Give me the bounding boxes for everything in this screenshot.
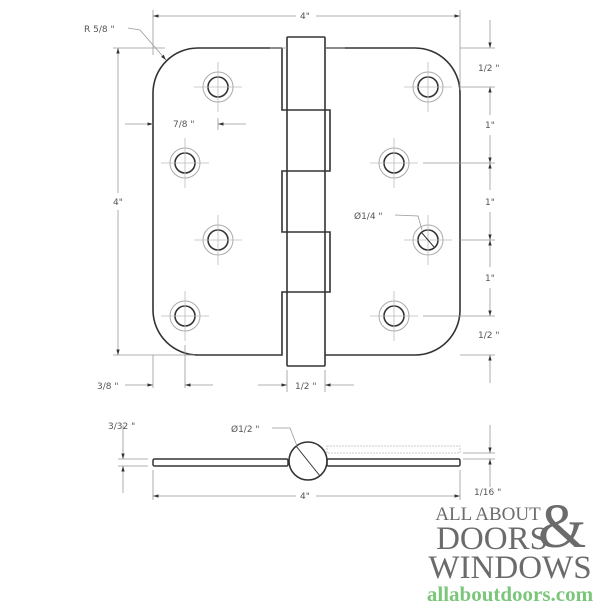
dim-leaf-thickness: 3/32 "	[108, 422, 135, 432]
screw-hole	[404, 215, 452, 265]
screw-hole	[161, 138, 209, 188]
dim-right-spacing: 1/2 "	[478, 64, 500, 74]
logo-line-doors: DOORS	[436, 521, 548, 557]
dim-corner-radius: R 5/8 "	[84, 25, 115, 35]
logo-url: allaboutdoors.com	[426, 582, 594, 606]
dim-overall-length: 4"	[300, 492, 310, 502]
logo-ampersand: &	[538, 493, 587, 561]
dim-overall-height: 4"	[113, 198, 123, 208]
logo-line-all-about: ALL ABOUT	[435, 504, 541, 525]
side-view: 3/32 " Ø1/2 " 4" 1/16 "	[108, 422, 501, 502]
side-leaf-left	[152, 458, 289, 467]
knuckle-barrel	[286, 36, 326, 367]
dim-edge-to-hole: 3/8 "	[97, 382, 119, 392]
front-view: 4" 4" R 5/8 " 7/8 " 3/8 " 1/2 " Ø1/4 " 1…	[84, 10, 500, 392]
dim-overall-width: 4"	[300, 12, 310, 22]
screw-holes	[161, 62, 452, 341]
side-leaf-right	[326, 458, 461, 467]
screw-hole	[161, 291, 209, 341]
dim-right-spacing: 1/2 "	[478, 331, 500, 341]
right-leaf-outline	[325, 47, 461, 356]
dim-hole-diameter: Ø1/4 "	[354, 211, 383, 222]
dim-gap: 1/16 "	[474, 488, 501, 498]
dim-right-spacing: 1"	[485, 274, 495, 284]
screw-hole	[194, 62, 242, 112]
dim-right-spacing: 1"	[485, 198, 495, 208]
screw-hole	[370, 291, 418, 341]
screw-hole	[370, 138, 418, 188]
screw-hole	[194, 215, 242, 265]
screw-hole	[404, 62, 452, 112]
dim-barrel-diameter: Ø1/2 "	[231, 424, 260, 435]
left-leaf-outline	[152, 47, 287, 356]
brand-logo: ALL ABOUT DOORS & WINDOWS allaboutdoors.…	[420, 496, 600, 606]
dim-knuckle-width: 1/2 "	[295, 382, 317, 392]
logo-line-windows: WINDOWS	[428, 550, 592, 586]
dimension-lines	[113, 10, 495, 392]
dim-hole-offset: 7/8 "	[173, 120, 195, 130]
dim-right-spacing: 1"	[485, 121, 495, 131]
